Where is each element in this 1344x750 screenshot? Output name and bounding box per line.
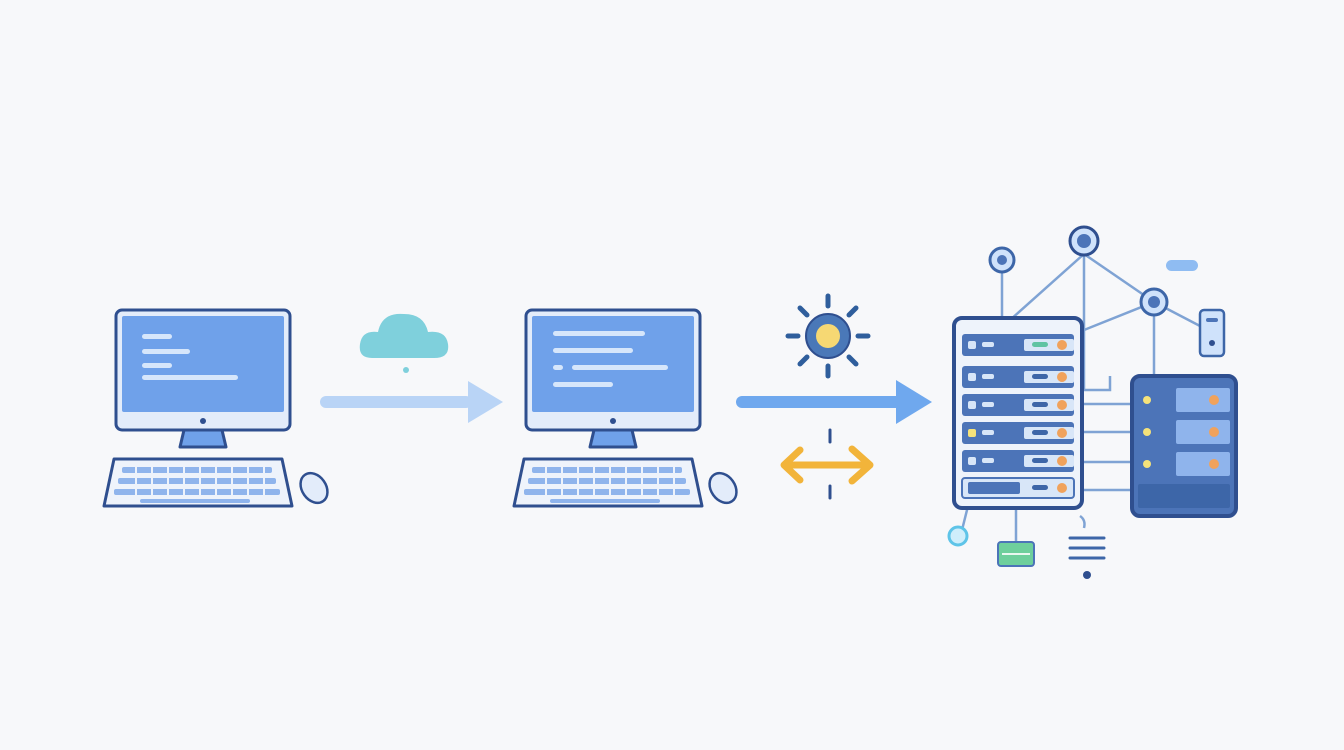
monitor-screen — [532, 316, 694, 412]
screen-text-line — [572, 365, 668, 370]
status-pill — [1166, 260, 1198, 271]
server-unit — [1143, 452, 1230, 476]
screen-text-line — [142, 363, 172, 368]
screen-text-line — [553, 348, 633, 353]
cloud-icon — [359, 313, 449, 373]
mouse — [299, 471, 329, 505]
server-unit — [961, 477, 1075, 499]
gear-center — [816, 324, 840, 348]
screen-text-line — [142, 334, 172, 339]
server-unit — [1143, 388, 1230, 412]
keyboard-keys — [114, 467, 280, 503]
server-rack-icon-secondary — [1130, 374, 1238, 518]
mouse — [708, 471, 738, 505]
desktop-computer-icon-processor — [512, 308, 738, 508]
cloud-drop — [403, 367, 409, 373]
server-unit — [1143, 420, 1230, 444]
screen-text-line — [142, 375, 238, 380]
monitor-camera-dot — [200, 418, 206, 424]
screen-text-line — [553, 382, 613, 387]
storage-module-icon — [997, 541, 1035, 567]
server-unit — [962, 334, 1074, 356]
status-indicator — [947, 525, 969, 547]
monitor-stand — [178, 428, 228, 449]
network-node-icon — [988, 246, 1016, 274]
server-unit — [962, 366, 1074, 388]
server-unit — [1138, 484, 1230, 508]
mobile-device-icon — [1198, 308, 1226, 358]
server-unit — [962, 450, 1074, 472]
document-lines-icon — [1068, 536, 1106, 579]
server-unit — [962, 422, 1074, 444]
screen-text-line — [553, 331, 645, 336]
monitor-screen — [122, 316, 284, 412]
screen-text-line — [142, 349, 190, 354]
network-node-icon — [1139, 287, 1169, 317]
screen-text-line — [553, 365, 563, 370]
arrow-right-icon-primary — [736, 380, 932, 424]
monitor-camera-dot — [610, 418, 616, 424]
server-rack-icon-main — [952, 316, 1084, 510]
keyboard-keys — [524, 467, 690, 503]
exchange-arrows-icon — [780, 428, 874, 500]
server-unit — [962, 394, 1074, 416]
arrow-right-icon-light — [320, 381, 503, 423]
network-node-icon — [1068, 225, 1100, 257]
desktop-computer-icon-source — [102, 308, 329, 508]
monitor-stand — [588, 428, 638, 449]
gear-icon — [785, 293, 871, 379]
